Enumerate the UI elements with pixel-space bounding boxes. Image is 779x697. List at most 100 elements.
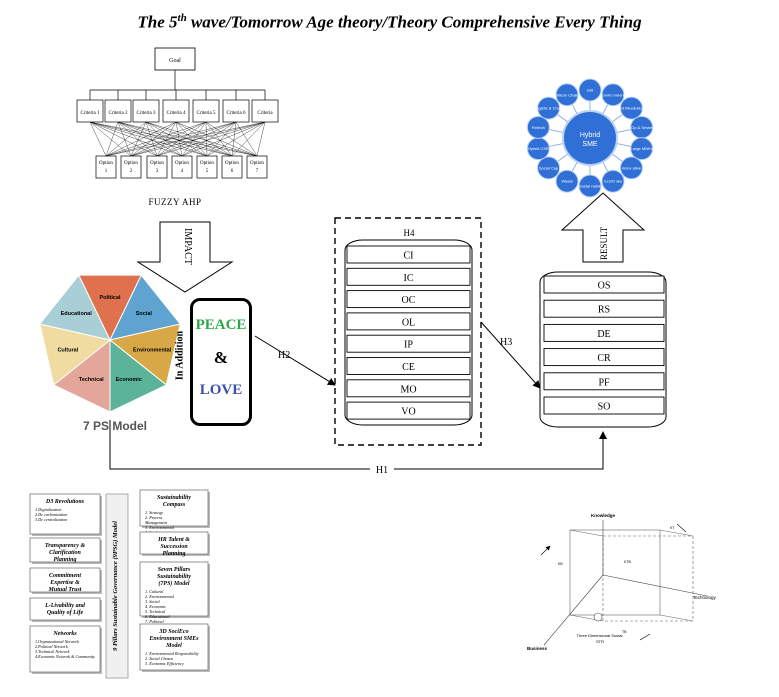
peace-love-box: PEACE & LOVE xyxy=(190,298,252,426)
option-number: 6 xyxy=(231,169,234,174)
option-number: 4 xyxy=(181,169,184,174)
stack-item-label: RS xyxy=(598,305,610,316)
option-box xyxy=(171,155,193,179)
pillar-panel xyxy=(139,489,209,527)
hybrid-center-circle xyxy=(562,110,618,166)
pillar-title: Seven Pillars xyxy=(158,567,191,573)
criteria-box xyxy=(76,99,104,123)
option-number: 7 xyxy=(256,169,259,174)
option-box xyxy=(196,155,218,179)
hybrid-bubble xyxy=(537,156,561,180)
hybrid-bubble-label: Social Cap xyxy=(539,165,559,170)
criteria-label: Criteria 1 xyxy=(80,111,100,116)
diagram-title: The 5th wave/Tomorrow Age theory/Theory … xyxy=(0,12,779,33)
title-rest: wave/Tomorrow Age theory/Theory Comprehe… xyxy=(186,12,642,32)
pillar-title: L-Livability and xyxy=(44,603,86,609)
pillar-body-line: 3. Environmental xyxy=(145,525,175,530)
hybrid-bubble-label: Fintech xyxy=(532,125,545,130)
cube-business-label: Business xyxy=(527,646,548,651)
pillar-body-line: 3. Social xyxy=(145,599,160,604)
stack-item-label: CI xyxy=(404,251,414,262)
stack-item-box xyxy=(346,312,471,331)
pillar-title: Model xyxy=(165,643,182,649)
criteria-box xyxy=(251,99,279,123)
hybrid-bubble-label: Hybrid CSR xyxy=(528,146,549,151)
pillar-panel xyxy=(139,561,209,617)
result-arrow: RESULT xyxy=(560,192,646,263)
criteria-box xyxy=(222,99,250,123)
heptagon-segment-label: Economic xyxy=(116,377,142,383)
heptagon-segment-label: Social xyxy=(136,311,153,317)
stack-item-box xyxy=(346,290,471,309)
hybrid-bubble xyxy=(578,174,602,198)
pillar-title: Networks xyxy=(52,631,77,637)
hybrid-bubble xyxy=(526,115,550,139)
pillar-title: Succession xyxy=(160,544,188,550)
pillar-title: Planning xyxy=(162,551,185,557)
h1-label: H1 xyxy=(376,465,388,476)
hybrid-bubble xyxy=(619,96,643,120)
stack-item-box xyxy=(543,299,665,318)
criteria-label: Criteria 4 xyxy=(166,111,186,116)
cube-caption-line2: STR xyxy=(596,639,604,644)
pillar-panel xyxy=(139,623,209,671)
impact-arrow: IMPACT xyxy=(136,221,234,293)
hybrid-bubble-label: IoB xyxy=(587,88,593,93)
pillar-body-line: 1. Strategy xyxy=(145,510,163,515)
h1-connector xyxy=(109,420,607,470)
option-box xyxy=(146,155,168,179)
pillar-body-line: 2. Environmental xyxy=(145,594,175,599)
criteria-box xyxy=(132,99,160,123)
pillar-body-line: 3. Economic Efficiency xyxy=(145,661,184,666)
stack-item-label: IP xyxy=(404,340,413,351)
criteria-box xyxy=(162,99,190,123)
pillar-title: Expertise & xyxy=(49,580,80,586)
cube-caption-line1: Three Dimensional Sustai. xyxy=(577,633,624,638)
heptagon-segment-label: Environmental xyxy=(133,348,172,354)
goal-label: Goal xyxy=(169,58,181,64)
pillar-panel xyxy=(29,537,101,563)
stack-item-label: OL xyxy=(402,317,415,328)
hybrid-bubble xyxy=(601,83,625,107)
criteria-label: Criteria xyxy=(257,111,273,116)
h1-label-bg xyxy=(370,463,394,475)
option-box xyxy=(120,155,142,179)
stack-item-box xyxy=(346,401,471,420)
option-number: 2 xyxy=(130,169,133,174)
heptagon-segment-label: Cultural xyxy=(57,348,78,354)
hybrid-bubble-label: Silicon Chain xyxy=(555,92,578,97)
hybrid-center-label: Hybrid xyxy=(580,132,600,139)
h3-label: H3 xyxy=(500,337,512,348)
stack-item-label: SO xyxy=(598,402,611,413)
criteria-label: Criteria 6 xyxy=(226,111,246,116)
ampersand-text: & xyxy=(213,348,229,367)
hybrid-center-label: SME xyxy=(582,141,598,148)
option-number: 1 xyxy=(105,169,108,174)
pillar-body-line: 4.Economic Network & Community xyxy=(35,654,95,659)
nine-pillars-spine xyxy=(105,493,129,679)
option-label: Option xyxy=(250,161,264,166)
h4-dashed-frame xyxy=(334,217,482,446)
cube-corner-kb: KB xyxy=(558,562,563,566)
pillar-body-line: 7. Political xyxy=(145,619,164,624)
cube-corner-kt: KT xyxy=(670,526,675,530)
option-label: Option xyxy=(124,161,138,166)
pillar-title: D3 Revolutions xyxy=(45,499,85,505)
pillar-body-line: 6. Educational xyxy=(145,614,170,619)
hybrid-bubble xyxy=(555,83,579,107)
h4-label: H4 xyxy=(404,228,415,238)
option-number: 3 xyxy=(156,169,159,174)
pillar-title: Commitment xyxy=(49,573,81,579)
stack-item-label: DE xyxy=(597,329,610,340)
pillar-title: Compass xyxy=(163,502,186,508)
seven-ps-heptagon: PoliticalSocialEnvironmentalEconomicTech… xyxy=(38,274,182,413)
pillar-body-line: 4. Economic xyxy=(145,604,166,609)
hybrid-bubble xyxy=(619,156,643,180)
hybrid-bubble-label: Enviro nment xyxy=(601,92,625,97)
criteria-box xyxy=(192,99,220,123)
pillar-title: Planning xyxy=(53,557,76,563)
hybrid-bubble xyxy=(578,78,602,102)
